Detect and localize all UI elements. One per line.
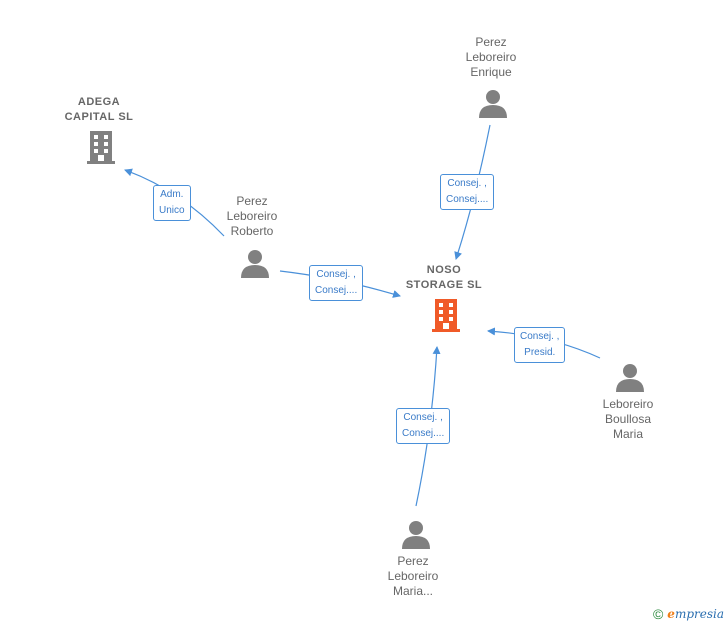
copyright-icon: © xyxy=(652,606,664,622)
edge-label-enrique-noso[interactable]: Consej. , Consej.... xyxy=(440,174,495,210)
edge-label-line-2: Consej.... xyxy=(315,285,358,296)
node-enrique-line-3: Enrique xyxy=(470,65,512,79)
brand-logo[interactable]: empresia xyxy=(667,607,724,621)
node-bouliosa-line-1: Leboreiro xyxy=(602,397,654,411)
edge-label-line-2: Consej.... xyxy=(402,428,445,439)
person-icon[interactable] xyxy=(240,248,270,278)
edge-label-line-2: Consej.... xyxy=(446,194,489,205)
building-icon[interactable] xyxy=(430,298,462,332)
node-roberto-line-3: Roberto xyxy=(230,224,274,238)
brand-rest: mpresia xyxy=(674,607,724,621)
person-icon[interactable] xyxy=(478,88,508,118)
node-maria-line-2: Leboreiro xyxy=(387,569,439,583)
node-bouliosa-line-3: Maria xyxy=(612,427,643,441)
edge-label-maria-noso[interactable]: Consej. , Consej.... xyxy=(396,408,451,444)
node-maria-line-3: Maria... xyxy=(392,584,433,598)
edge-label-line-1: Consej. , xyxy=(520,331,560,342)
node-enrique-line-1: Perez xyxy=(475,35,507,49)
edge-label-line-2: Presid. xyxy=(524,347,556,358)
node-maria-label: Perez Leboreiro Maria... xyxy=(363,554,463,599)
node-roberto-line-1: Perez xyxy=(236,194,268,208)
node-roberto-label: Perez Leboreiro Roberto xyxy=(202,194,302,239)
node-maria-line-1: Perez xyxy=(397,554,429,568)
node-noso-line-2: STORAGE SL xyxy=(405,279,483,291)
node-adega-line-1: ADEGA xyxy=(77,96,121,108)
node-noso-label: NOSO STORAGE SL xyxy=(384,263,504,293)
person-icon[interactable] xyxy=(401,519,431,549)
edge-label-roberto-adega[interactable]: Adm. Unico xyxy=(153,185,191,221)
edge-label-line-1: Adm. xyxy=(160,189,184,200)
footer-brand: © empresia xyxy=(653,606,724,622)
edge-label-roberto-noso[interactable]: Consej. , Consej.... xyxy=(309,265,364,301)
brand-first-letter: e xyxy=(667,607,675,621)
edge-label-bouliosa-noso[interactable]: Consej. , Presid. xyxy=(514,327,566,363)
node-enrique-label: Perez Leboreiro Enrique xyxy=(441,35,541,80)
building-icon[interactable] xyxy=(85,130,117,164)
node-bouliosa-label: Leboreiro Boullosa Maria xyxy=(578,397,678,442)
node-enrique-line-2: Leboreiro xyxy=(465,50,517,64)
person-icon[interactable] xyxy=(615,362,645,392)
edge-label-line-1: Consej. , xyxy=(316,269,356,280)
edge-label-line-1: Consej. , xyxy=(447,178,487,189)
node-adega-label: ADEGA CAPITAL SL xyxy=(49,95,149,125)
node-adega-line-2: CAPITAL SL xyxy=(64,111,134,123)
node-bouliosa-line-2: Boullosa xyxy=(604,412,652,426)
node-roberto-line-2: Leboreiro xyxy=(226,209,278,223)
edge-label-line-1: Consej. , xyxy=(403,412,443,423)
node-noso-line-1: NOSO xyxy=(426,264,462,276)
edge-label-line-2: Unico xyxy=(159,205,185,216)
